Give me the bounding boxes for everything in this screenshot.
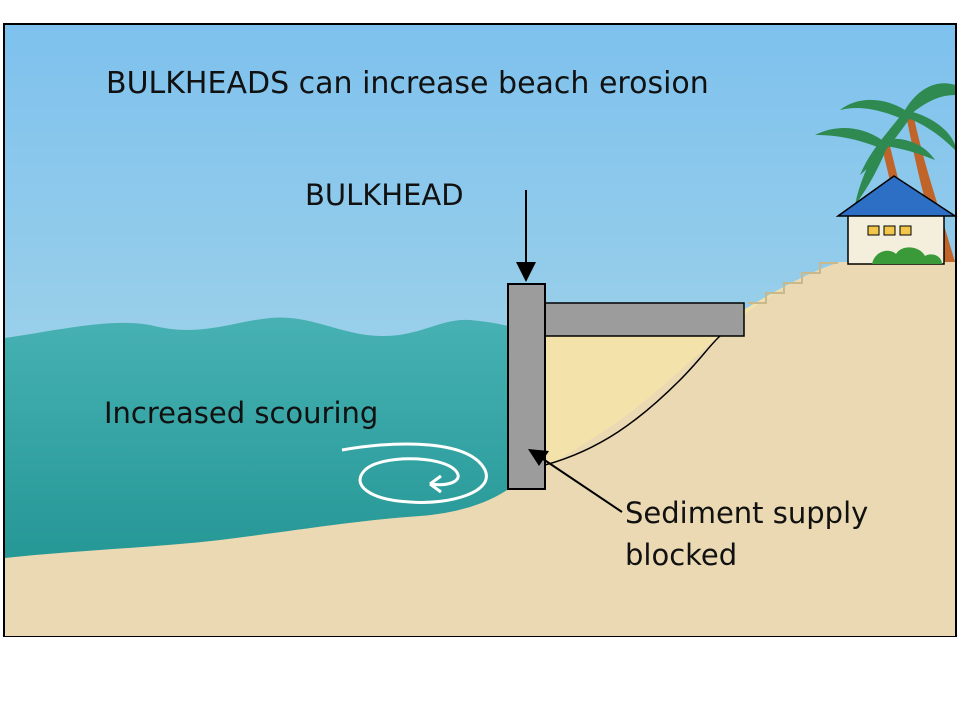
sediment-arrow: [528, 449, 623, 513]
bulkhead-arrow: [516, 190, 536, 282]
beach-sand: [5, 262, 955, 636]
stairs: [748, 262, 838, 304]
sediment-label-line1: Sediment supply: [625, 496, 868, 530]
beach-house: [835, 175, 958, 265]
original-profile-line: [544, 335, 721, 466]
diagram-title: BULKHEADS can increase beach erosion: [106, 66, 709, 101]
bulkhead-tieback: [543, 302, 745, 337]
scouring-label: Increased scouring: [104, 396, 378, 430]
sediment-label-line2: blocked: [625, 538, 737, 572]
bulkhead-label: BULKHEAD: [305, 178, 464, 212]
scouring-swirl-icon: [341, 442, 488, 504]
